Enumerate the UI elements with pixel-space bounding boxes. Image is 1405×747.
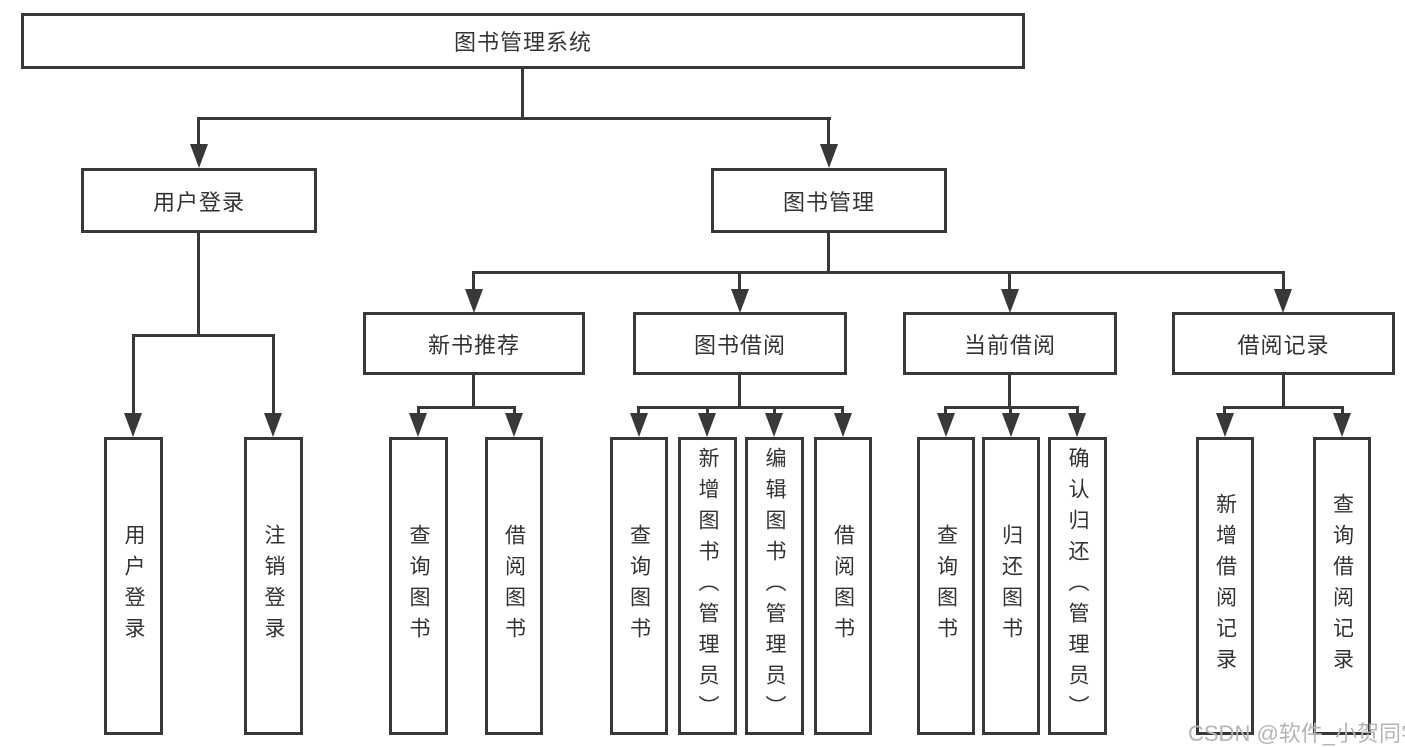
arrowhead-down-icon <box>465 289 483 313</box>
node-root-label: 图书管理系统 <box>453 30 592 55</box>
arrowhead-down-icon <box>1068 413 1086 437</box>
leaf-borrow-books-recommend-label: 借阅图书 <box>502 524 526 648</box>
node-borrow-records-label: 借阅记录 <box>1237 332 1330 358</box>
leaf-borrow-books: 借阅图书 <box>814 437 872 735</box>
arrowhead-down-icon <box>1002 413 1020 437</box>
connector-drop-leaf <box>637 406 640 418</box>
connector-drop-leaf <box>513 406 516 418</box>
arrowhead-down-icon <box>834 413 852 437</box>
leaf-query-books-current-label: 查询图书 <box>934 524 958 648</box>
leaf-query-books-borrow-label: 查询图书 <box>627 524 651 648</box>
node-new-book-recommend-label: 新书推荐 <box>427 332 520 358</box>
leaf-edit-books-admin-label: 编辑图书（管理员） <box>763 446 786 726</box>
connector-drop-new-book-recommend <box>472 271 475 295</box>
arrowhead-down-icon <box>1274 289 1292 313</box>
arrowhead-down-icon <box>124 413 142 437</box>
node-user-login: 用户登录 <box>81 168 317 233</box>
connector-book-borrow-stem <box>738 375 741 409</box>
connector-drop-leaf <box>841 406 844 418</box>
node-book-borrow-label: 图书借阅 <box>693 332 786 358</box>
leaf-user-login: 用户登录 <box>104 437 163 735</box>
connector-drop-current-borrow <box>1008 271 1011 295</box>
arrowhead-down-icon <box>731 289 749 313</box>
connector-root-stem <box>521 69 524 119</box>
connector-drop-leaf <box>417 406 420 418</box>
arrowhead-down-icon <box>820 144 838 168</box>
node-book-management: 图书管理 <box>711 168 947 233</box>
connector-borrow-records-stem <box>1282 375 1285 409</box>
leaf-query-borrow-record-label: 查询借阅记录 <box>1330 493 1354 679</box>
connector-drop-leaf <box>1223 406 1226 418</box>
leaf-query-books-recommend-label: 查询图书 <box>407 524 430 648</box>
connector-drop-borrow-records <box>1282 271 1285 295</box>
connector-drop-leaf <box>1076 406 1079 418</box>
connector-new-book-recommend-rail <box>417 406 516 409</box>
arrowhead-down-icon <box>190 144 208 168</box>
node-user-login-label: 用户登录 <box>152 189 245 215</box>
leaf-logout-label: 注销登录 <box>262 524 285 648</box>
node-book-management-label: 图书管理 <box>782 189 875 215</box>
leaf-confirm-return-admin: 确认归还（管理员） <box>1048 437 1107 735</box>
connector-drop-leaf <box>706 406 709 418</box>
connector-drop-user-login <box>197 117 200 150</box>
leaf-edit-books-admin: 编辑图书（管理员） <box>745 437 804 735</box>
arrowhead-down-icon <box>409 413 427 437</box>
node-new-book-recommend: 新书推荐 <box>363 312 585 375</box>
connector-drop-book-borrow <box>738 271 741 295</box>
node-root: 图书管理系统 <box>21 13 1025 69</box>
connector-root-rail <box>197 117 831 120</box>
arrowhead-down-icon <box>765 413 783 437</box>
leaf-borrow-books-recommend: 借阅图书 <box>485 437 543 735</box>
node-current-borrow-label: 当前借阅 <box>963 332 1056 358</box>
node-book-borrow: 图书借阅 <box>633 312 847 375</box>
leaf-add-books-admin: 新增图书（管理员） <box>678 437 737 735</box>
connector-drop-leaf <box>1341 406 1344 418</box>
leaf-query-borrow-record: 查询借阅记录 <box>1313 437 1371 735</box>
arrowhead-down-icon <box>698 413 716 437</box>
arrowhead-down-icon <box>505 413 523 437</box>
leaf-return-books: 归还图书 <box>982 437 1040 735</box>
node-borrow-records: 借阅记录 <box>1172 312 1395 375</box>
leaf-user-login-label: 用户登录 <box>122 524 145 648</box>
connector-drop-book-management <box>827 117 830 150</box>
connector-current-borrow-stem <box>1008 375 1011 409</box>
node-current-borrow: 当前借阅 <box>903 312 1117 375</box>
leaf-logout: 注销登录 <box>244 437 303 735</box>
connector-book-borrow-rail <box>637 406 844 409</box>
leaf-add-books-admin-label: 新增图书（管理员） <box>696 446 719 726</box>
connector-drop-leaf-user-login <box>132 334 135 418</box>
leaf-query-books-recommend: 查询图书 <box>389 437 448 735</box>
connector-drop-leaf-logout <box>272 334 275 418</box>
connector-book-management-rail <box>472 271 1285 274</box>
leaf-return-books-label: 归还图书 <box>999 524 1023 648</box>
leaf-borrow-books-label: 借阅图书 <box>831 524 855 648</box>
arrowhead-down-icon <box>1333 413 1351 437</box>
leaf-add-borrow-record: 新增借阅记录 <box>1196 437 1254 735</box>
csdn-watermark: CSDN @软件_小贺同学 <box>1188 721 1405 746</box>
arrowhead-down-icon <box>937 413 955 437</box>
arrowhead-down-icon <box>1216 413 1234 437</box>
connector-new-book-recommend-stem <box>472 375 475 409</box>
connector-borrow-records-rail <box>1223 406 1344 409</box>
connector-user-login-rail <box>132 334 275 337</box>
connector-user-login-stem <box>197 233 200 337</box>
arrowhead-down-icon <box>1001 289 1019 313</box>
connector-book-management-stem <box>827 233 830 274</box>
arrowhead-down-icon <box>264 413 282 437</box>
leaf-confirm-return-admin-label: 确认归还（管理员） <box>1066 446 1089 726</box>
connector-drop-leaf <box>944 406 947 418</box>
arrowhead-down-icon <box>630 413 648 437</box>
leaf-query-books-current: 查询图书 <box>917 437 975 735</box>
connector-drop-leaf <box>1009 406 1012 418</box>
leaf-add-borrow-record-label: 新增借阅记录 <box>1213 493 1237 679</box>
connector-drop-leaf <box>773 406 776 418</box>
leaf-query-books-borrow: 查询图书 <box>610 437 668 735</box>
